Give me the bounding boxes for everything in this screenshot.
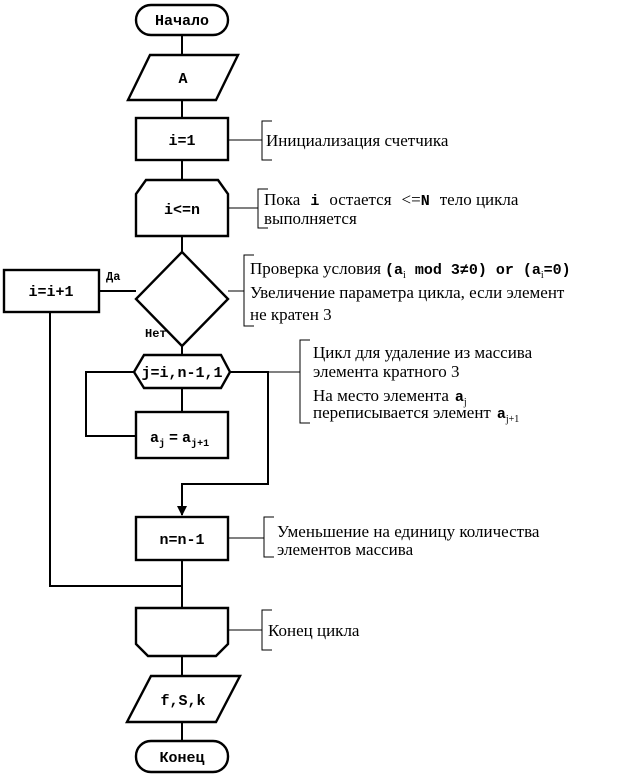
comment-decrement-line2: элементов массива <box>277 540 414 559</box>
comment-loop-line2: выполняется <box>264 209 357 228</box>
inner-loop-block: j=i,n-1,1 <box>132 353 232 390</box>
start-terminator: Начало <box>134 3 230 37</box>
init-label: i=1 <box>168 133 195 150</box>
input-block: A <box>126 53 240 102</box>
yes-label: Да <box>106 270 120 284</box>
assign-right-sub: j+1 <box>191 438 209 450</box>
comment-decrement: Уменьшение на единицу количества элемент… <box>277 522 540 559</box>
connectors <box>49 35 269 741</box>
comment-cond-line2: Увеличение параметра цикла, если элемент <box>250 283 565 302</box>
comment-inner-loop: Цикл для удаление из массива элемента кр… <box>313 343 533 425</box>
increment-label: i=i+1 <box>28 284 73 301</box>
comment-brackets <box>228 120 310 651</box>
increment-block: i=i+1 <box>2 268 101 314</box>
assign-left-sub: j <box>159 438 165 450</box>
output-label: f,S,k <box>160 693 205 710</box>
end-terminator: Конец <box>134 739 230 774</box>
comment-cond-line1: Проверка условия(ai mod 3≠0) or (ai=0) <box>250 259 571 281</box>
no-label: Нет <box>145 327 167 341</box>
output-block: f,S,k <box>125 674 242 724</box>
start-label: Начало <box>155 13 209 30</box>
loop-cond-label: i<=n <box>164 202 200 219</box>
decrement-block: n=n-1 <box>134 515 230 562</box>
decrement-label: n=n-1 <box>159 532 204 549</box>
decision-block <box>134 250 230 348</box>
assign-block: aj=aj+1 <box>134 410 230 460</box>
comment-cond-line3: не кратен 3 <box>250 305 332 324</box>
comment-decrement-line1: Уменьшение на единицу количества <box>277 522 540 541</box>
comment-end-loop: Конец цикла <box>268 621 360 640</box>
assign-left-var: a <box>150 430 159 447</box>
comment-condition: Проверка условия(ai mod 3≠0) or (ai=0) У… <box>250 259 571 324</box>
assign-eq: = <box>169 430 178 447</box>
inner-loop-label: j=i,n-1,1 <box>141 365 222 382</box>
loop-start-block: i<=n <box>134 178 230 238</box>
end-label: Конец <box>159 750 204 767</box>
comment-inner-line1: Цикл для удаление из массива <box>313 343 533 362</box>
comment-inner-line2: элемента кратного 3 <box>313 362 460 381</box>
init-block: i=1 <box>134 116 230 162</box>
assign-expression: aj=aj+1 <box>150 430 209 450</box>
loop-end-block <box>134 606 230 658</box>
comment-init: Инициализация счетчика <box>266 131 449 150</box>
assign-right-var: a <box>182 430 191 447</box>
input-label: A <box>178 71 187 88</box>
